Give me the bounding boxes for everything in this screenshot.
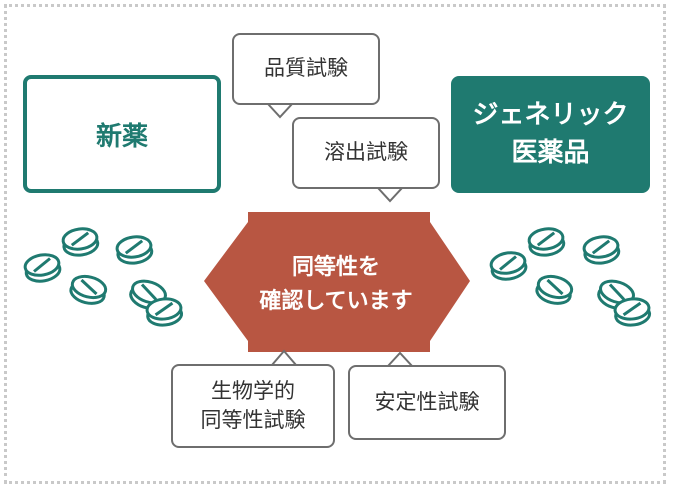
dissolution-test-label: 溶出試験 (324, 140, 408, 165)
pill-group-right (489, 227, 652, 327)
new-drug-box: 新薬 (23, 75, 221, 193)
pill-icon (489, 251, 528, 281)
bioequivalence-label-line1: 生物学的 (211, 378, 295, 403)
bubble-tail-dissolution (375, 187, 405, 203)
arrow-label-line2: 確認しています (259, 289, 413, 314)
arrow-label-line1: 同等性を (291, 254, 380, 280)
dotted-frame (4, 4, 666, 484)
pill-group-left (23, 227, 184, 327)
generic-drug-label-line1: ジェネリック (472, 99, 629, 130)
double-arrow (204, 212, 470, 352)
new-drug-label: 新薬 (95, 121, 148, 152)
pill-icon (115, 235, 154, 265)
pill-icon (69, 274, 108, 305)
bioequivalence-label-line2: 同等性試験 (200, 408, 306, 432)
pill-icon (535, 274, 574, 305)
bubble-tail-bioequivalence (269, 349, 299, 366)
bubble-bioequivalence-test: 生物学的 同等性試験 (171, 364, 335, 448)
pill-icon (61, 227, 100, 257)
bubble-tails (265, 103, 415, 367)
bubble-tail-quality (265, 103, 295, 119)
pill-icon (145, 297, 184, 327)
pill-icon (527, 227, 566, 257)
bubble-quality-test: 品質試験 (232, 33, 380, 105)
stability-test-label: 安定性試験 (374, 389, 480, 414)
pill-icon (23, 253, 62, 283)
quality-test-label: 品質試験 (264, 56, 348, 81)
bubble-stability-test: 安定性試験 (348, 365, 506, 440)
generic-drug-box: ジェネリック 医薬品 (451, 76, 650, 193)
pill-icon (613, 297, 652, 327)
generic-drug-label-line2: 医薬品 (511, 137, 590, 168)
pill-icon (582, 235, 621, 265)
arrow-label: 同等性を 確認しています (216, 240, 456, 330)
bubble-dissolution-test: 溶出試験 (292, 117, 440, 189)
